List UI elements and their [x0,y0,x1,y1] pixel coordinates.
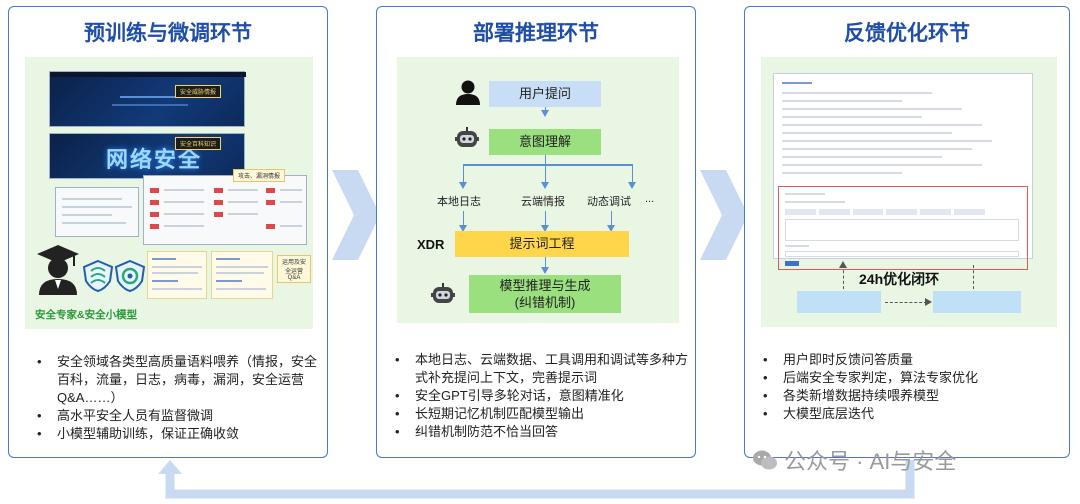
list-item: 用户即时反馈问答质量 [757,351,1057,369]
panel-deploy: 部署推理环节 用户提问 意图理解 本地日志 云端情报 动态调试 .. [376,6,696,458]
security-wiki-tag: 安全百科知识 [175,137,222,150]
inference-sublabel: (纠错机制) [514,295,576,310]
list-item: 安全领域各类型高质量语料喂养（情报，安全百科，流量，日志，病毒，漏洞，安全运营Q… [31,353,327,407]
feedback-screenshot [773,73,1033,270]
robot-icon [431,283,455,303]
chevron-right-icon [332,170,380,260]
robot-icon [455,127,479,147]
panel-title: 反馈优化环节 [844,22,970,45]
security-banner-word: 网络安全 [106,147,203,172]
loop-label: 24h优化闭环 [859,271,940,287]
feedback-loop-arrow-icon [158,460,915,499]
list-item: 安全GPT引导多轮对话，意图精准化 [389,387,689,405]
vuln-intel-tag: 攻击、漏洞情报 [233,169,286,182]
inference-label: 模型推理与生成 [499,278,591,293]
qa-card-left [147,251,207,299]
watermark-text: 公众号 · AI与安全 [784,449,957,474]
list-item: 各类新增数据持续喂养模型 [757,387,1057,405]
list-item: 纠错机制防范不恰当回答 [389,423,689,441]
vuln-list-screenshot [143,175,307,245]
panel-title: 预训练与微调环节 [84,22,252,45]
threat-intel-tag: 安全威胁情报 [175,85,222,98]
watermark: 公众号 · AI与安全 [752,444,956,476]
list-item: 高水平安全人员有监督微调 [31,407,327,425]
feedback-bullets: 用户即时反馈问答质量 后端安全专家判定，算法专家优化 各类新增数据持续喂养模型 … [757,351,1057,423]
list-item: 后端安全专家判定，算法专家优化 [757,369,1057,387]
list-item: 长短期记忆机制匹配模型输出 [389,405,689,423]
feedback-illustration: 24h优化闭环 [761,57,1057,327]
panel-title: 部署推理环节 [473,22,599,45]
shield-logo-icon [114,259,146,293]
intent-box: 意图理解 [489,129,601,155]
user-icon [456,80,480,105]
inference-box: 模型推理与生成 (纠错机制) [469,275,621,313]
threat-intel-screenshot [49,71,246,127]
expert-optimize-bar [933,291,1021,313]
deploy-flow: 用户提问 意图理解 本地日志 云端情报 动态调试 ... X [397,57,679,323]
wechat-icon [753,450,777,470]
chevron-right-icon [700,170,748,260]
qa-card-right [211,251,273,299]
source-more: ... [645,193,655,205]
xdr-label: XDR [417,237,445,252]
panel-feedback: 反馈优化环节 [744,6,1070,458]
pretrain-illustration: 安全威胁情报 网络安全 安全百科知识 攻击、漏洞情报 [25,57,313,329]
panel-pretrain: 预训练与微调环节 安全威胁情报 网络安全 安全百科知识 [8,6,328,458]
user-feedback-bar [797,291,881,313]
qa-tag: 运用及安全运营Q&A [277,255,311,283]
source-local-logs: 本地日志 [437,196,481,208]
list-item: 本地日志、云端数据、工具调用和调试等多种方式补充提问上下文，完善提示词 [389,351,689,387]
deploy-bullets: 本地日志、云端数据、工具调用和调试等多种方式补充提问上下文，完善提示词 安全GP… [389,351,689,441]
flow-arrow [541,110,549,117]
shield-logo-icon [82,259,114,293]
user-question-box: 用户提问 [489,81,601,107]
loop-arrow [885,302,927,303]
prompt-engineering-box: 提示词工程 [455,231,629,257]
list-item: 大模型底层迭代 [757,405,1057,423]
source-dynamic-debug: 动态调试 [587,196,631,208]
source-cloud-intel: 云端情报 [521,196,565,208]
code-screenshot [55,187,139,237]
pretrain-caption: 安全专家&安全小模型 [35,309,138,321]
feedback-form-highlight [778,186,1028,270]
graduate-icon [37,245,79,295]
list-item: 小模型辅助训练，保证正确收敛 [31,425,327,443]
pretrain-bullets: 安全领域各类型高质量语料喂养（情报，安全百科，流量，日志，病毒，漏洞，安全运营Q… [31,353,327,443]
